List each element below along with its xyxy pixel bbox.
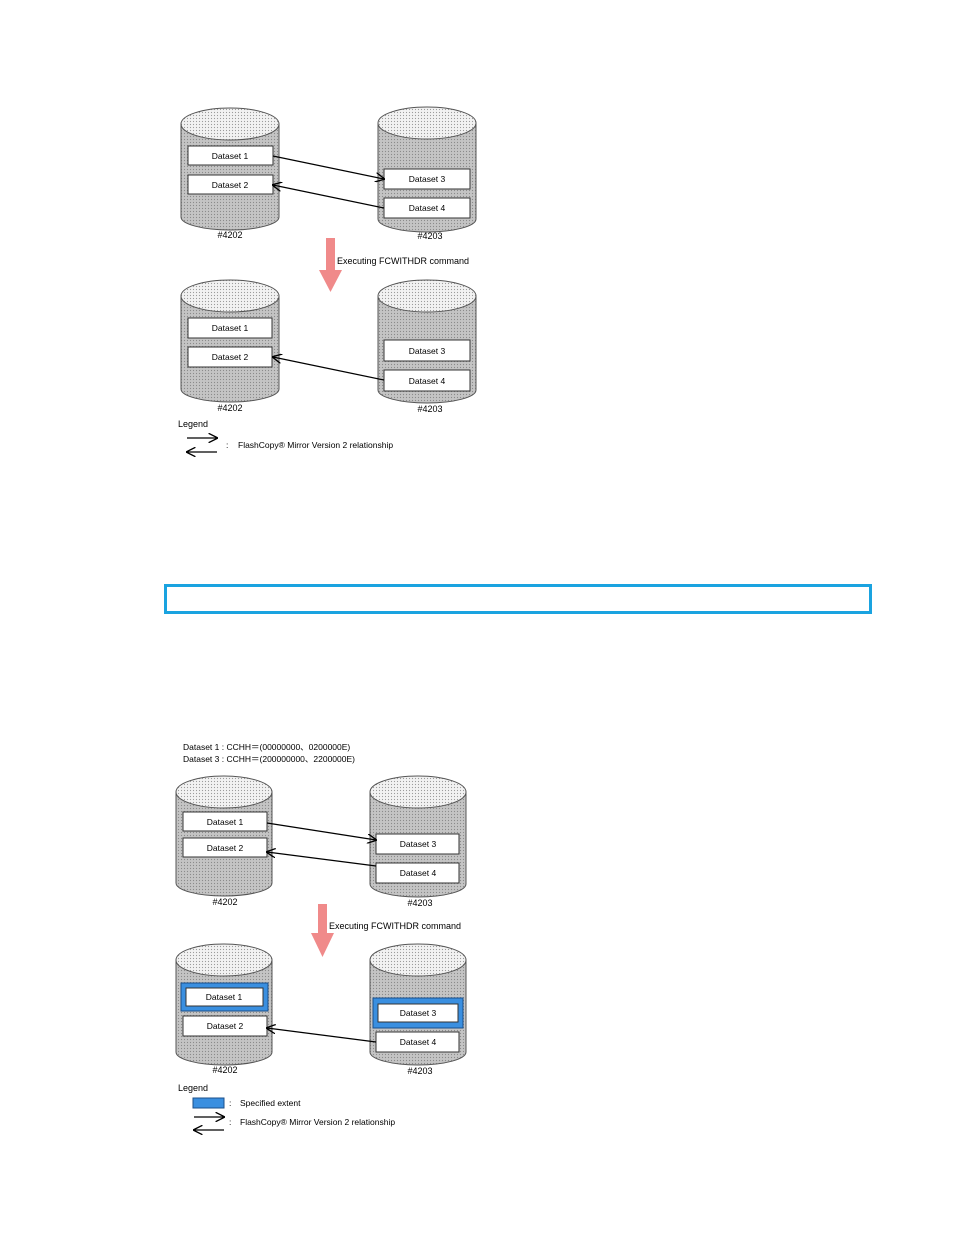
fig2-before-target-volume: Dataset 3 Dataset 4 #4203 [369, 775, 467, 908]
fig1-before-target-volume: Dataset 3 Dataset 4 #4203 [377, 106, 477, 241]
relationship-arrow [272, 155, 384, 179]
dataset-label: Dataset 3 [400, 839, 437, 849]
dataset-box [185, 987, 264, 1007]
dataset-label: Dataset 3 [409, 346, 446, 356]
legend-extent-swatch [192, 1097, 225, 1109]
volume-label: #4202 [217, 230, 242, 240]
dataset-label: Dataset 2 [207, 843, 244, 853]
dataset-label: Dataset 4 [409, 203, 446, 213]
fig1-after: Dataset 1 Dataset 2 #4202 Dataset 3 Data… [180, 279, 477, 414]
fig1-before: Dataset 1 Dataset 2 #4202 Dataset 3 Data… [180, 106, 477, 241]
fig2-legend: Legend : Specified extent : FlashCopy® M… [178, 1083, 395, 1130]
note-box [164, 584, 872, 614]
volume-label: #4203 [417, 404, 442, 414]
dataset-label: Dataset 1 [207, 817, 244, 827]
fig1-after-target-volume: Dataset 3 Dataset 4 #4203 [377, 279, 477, 414]
volume-label: #4202 [217, 403, 242, 413]
volume-label: #4202 [212, 1065, 237, 1075]
fig2-after: Dataset 1 Dataset 2 #4202 Dataset 3 Data… [175, 943, 467, 1076]
down-arrow-icon [318, 904, 327, 935]
dataset-label: Dataset 4 [409, 376, 446, 386]
command-label: Executing FCWITHDR command [337, 256, 469, 266]
legend-colon: : [229, 1098, 231, 1108]
relationship-arrow [273, 185, 385, 209]
fig2-after-target-volume: Dataset 3 Dataset 4 #4203 [369, 943, 467, 1076]
dataset-label: Dataset 4 [400, 868, 437, 878]
legend-extent-text: Specified extent [240, 1098, 301, 1108]
volume-label: #4203 [407, 898, 432, 908]
relationship-arrow [266, 822, 376, 840]
dataset-label: Dataset 2 [212, 180, 249, 190]
relationship-arrow [273, 357, 385, 381]
fig1-after-source-volume: Dataset 1 Dataset 2 #4202 [180, 279, 280, 413]
volume-label: #4202 [212, 897, 237, 907]
dataset-label: Dataset 1 [212, 151, 249, 161]
fig2-before-source-volume: Dataset 1 Dataset 2 #4202 [175, 775, 273, 907]
dataset-box [375, 862, 460, 884]
dataset-label: Dataset 1 [206, 992, 243, 1002]
dataset-box [383, 339, 471, 362]
command-label: Executing FCWITHDR command [329, 921, 461, 931]
dataset-box [182, 837, 268, 858]
legend-colon: : [229, 1117, 231, 1127]
dataset-label: Dataset 4 [400, 1037, 437, 1047]
down-arrow-icon [326, 238, 335, 272]
extent-line-2: Dataset 3 : CCHH＝(200000000、2200000E) [183, 754, 355, 764]
dataset-label: Dataset 1 [212, 323, 249, 333]
volume-label: #4203 [417, 231, 442, 241]
dataset-box [187, 145, 274, 166]
legend-relationship-text: FlashCopy® Mirror Version 2 relationship [238, 440, 393, 450]
extent-line-1: Dataset 1 : CCHH＝(00000000、0200000E) [183, 742, 350, 752]
dataset-label: Dataset 3 [400, 1008, 437, 1018]
fig1-command-arrow: Executing FCWITHDR command [319, 238, 469, 292]
volume-label: #4203 [407, 1066, 432, 1076]
fig2-command-arrow: Executing FCWITHDR command [311, 904, 461, 957]
fig2-before: Dataset 1 Dataset 2 #4202 Dataset 3 Data… [175, 775, 467, 908]
fig2-after-source-volume: Dataset 1 Dataset 2 #4202 [175, 943, 273, 1075]
relationship-arrow [267, 852, 377, 867]
relationship-arrow [267, 1028, 377, 1043]
legend-title: Legend [178, 419, 208, 429]
dataset-box [182, 811, 268, 832]
dataset-label: Dataset 2 [212, 352, 249, 362]
fig1-before-source-volume: Dataset 1 Dataset 2 #4202 [180, 107, 280, 240]
fig1-legend: Legend : FlashCopy® Mirror Version 2 rel… [178, 419, 393, 452]
dataset-label: Dataset 2 [207, 1021, 244, 1031]
legend-title: Legend [178, 1083, 208, 1093]
dataset-box [377, 1003, 459, 1023]
dataset-box [187, 317, 273, 339]
legend-relationship-text: FlashCopy® Mirror Version 2 relationship [240, 1117, 395, 1127]
dataset-label: Dataset 3 [409, 174, 446, 184]
dataset-box [383, 369, 471, 392]
legend-colon: : [226, 440, 228, 450]
